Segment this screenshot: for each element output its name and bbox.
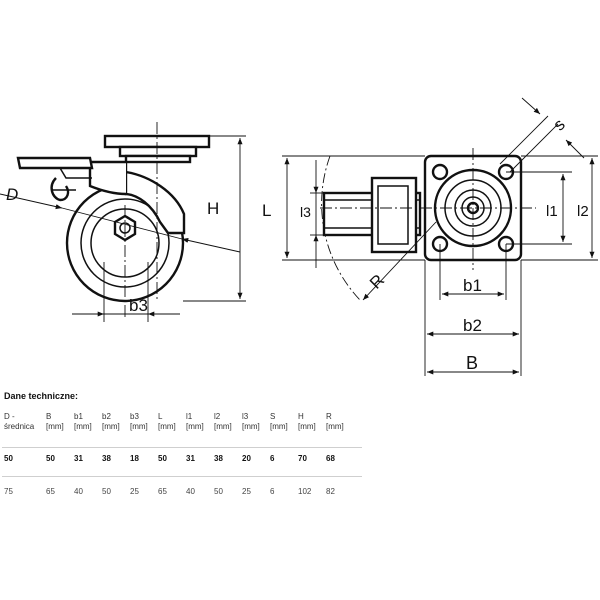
label-L: L bbox=[262, 201, 271, 220]
column-header: l3[mm] bbox=[242, 412, 260, 431]
label-D: D bbox=[6, 185, 18, 204]
table-cell: 50 bbox=[212, 476, 240, 507]
table-cell: 40 bbox=[72, 476, 100, 507]
table-cell: 65 bbox=[156, 476, 184, 507]
table-row: 75 65 40 50 25 65 40 50 25 6 102 82 bbox=[2, 476, 362, 507]
technical-drawing: D H b3 L l3 R s l1 l2 b1 b2 B bbox=[0, 97, 598, 376]
column-header: b3[mm] bbox=[130, 412, 148, 431]
label-s: s bbox=[549, 115, 568, 134]
table-cell: 31 bbox=[184, 447, 212, 477]
table-cell: 68 bbox=[324, 447, 362, 477]
column-header: H[mm] bbox=[298, 412, 316, 431]
table-cell: 20 bbox=[240, 447, 268, 477]
table-cell: 82 bbox=[324, 476, 362, 507]
column-header: R[mm] bbox=[326, 412, 344, 431]
label-H: H bbox=[207, 199, 219, 218]
table-cell: 70 bbox=[296, 447, 324, 477]
column-header: b1[mm] bbox=[74, 412, 92, 431]
table-cell: 31 bbox=[72, 447, 100, 477]
table-cell: 38 bbox=[100, 447, 128, 477]
column-header: S[mm] bbox=[270, 412, 288, 431]
label-b1: b1 bbox=[463, 276, 482, 295]
caster-top-view bbox=[282, 97, 598, 376]
column-header: D -średnica bbox=[4, 412, 35, 431]
caster-side-view bbox=[0, 122, 246, 322]
table-cell: 50 bbox=[100, 476, 128, 507]
label-l2: l2 bbox=[577, 203, 589, 220]
tech-data-table: D -średnica B[mm] b1[mm] b2[mm] b3[mm] L… bbox=[2, 412, 362, 507]
table-cell: 65 bbox=[44, 476, 72, 507]
table-cell: 18 bbox=[128, 447, 156, 477]
table-cell: 50 bbox=[156, 447, 184, 477]
table-row: 50 50 31 38 18 50 31 38 20 6 70 68 bbox=[2, 447, 362, 477]
label-B: B bbox=[466, 353, 478, 373]
column-header: l1[mm] bbox=[186, 412, 204, 431]
table-cell: 6 bbox=[268, 476, 296, 507]
table-cell: 75 bbox=[2, 476, 44, 507]
table-cell: 50 bbox=[44, 447, 72, 477]
table-header-row: D -średnica B[mm] b1[mm] b2[mm] b3[mm] L… bbox=[2, 412, 362, 448]
table-cell: 102 bbox=[296, 476, 324, 507]
label-b3: b3 bbox=[129, 296, 148, 315]
table-cell: 38 bbox=[212, 447, 240, 477]
table-cell: 50 bbox=[2, 447, 44, 477]
label-l1: l1 bbox=[546, 203, 558, 220]
table-cell: 6 bbox=[268, 447, 296, 477]
label-b2: b2 bbox=[463, 316, 482, 335]
label-l3: l3 bbox=[300, 204, 311, 220]
column-header: l2[mm] bbox=[214, 412, 232, 431]
table-cell: 25 bbox=[128, 476, 156, 507]
tech-data-title: Dane techniczne: bbox=[4, 391, 79, 401]
table-cell: 25 bbox=[240, 476, 268, 507]
column-header: L[mm] bbox=[158, 412, 176, 431]
table-cell: 40 bbox=[184, 476, 212, 507]
column-header: b2[mm] bbox=[102, 412, 120, 431]
column-header: B[mm] bbox=[46, 412, 64, 431]
label-R: R bbox=[366, 271, 388, 293]
